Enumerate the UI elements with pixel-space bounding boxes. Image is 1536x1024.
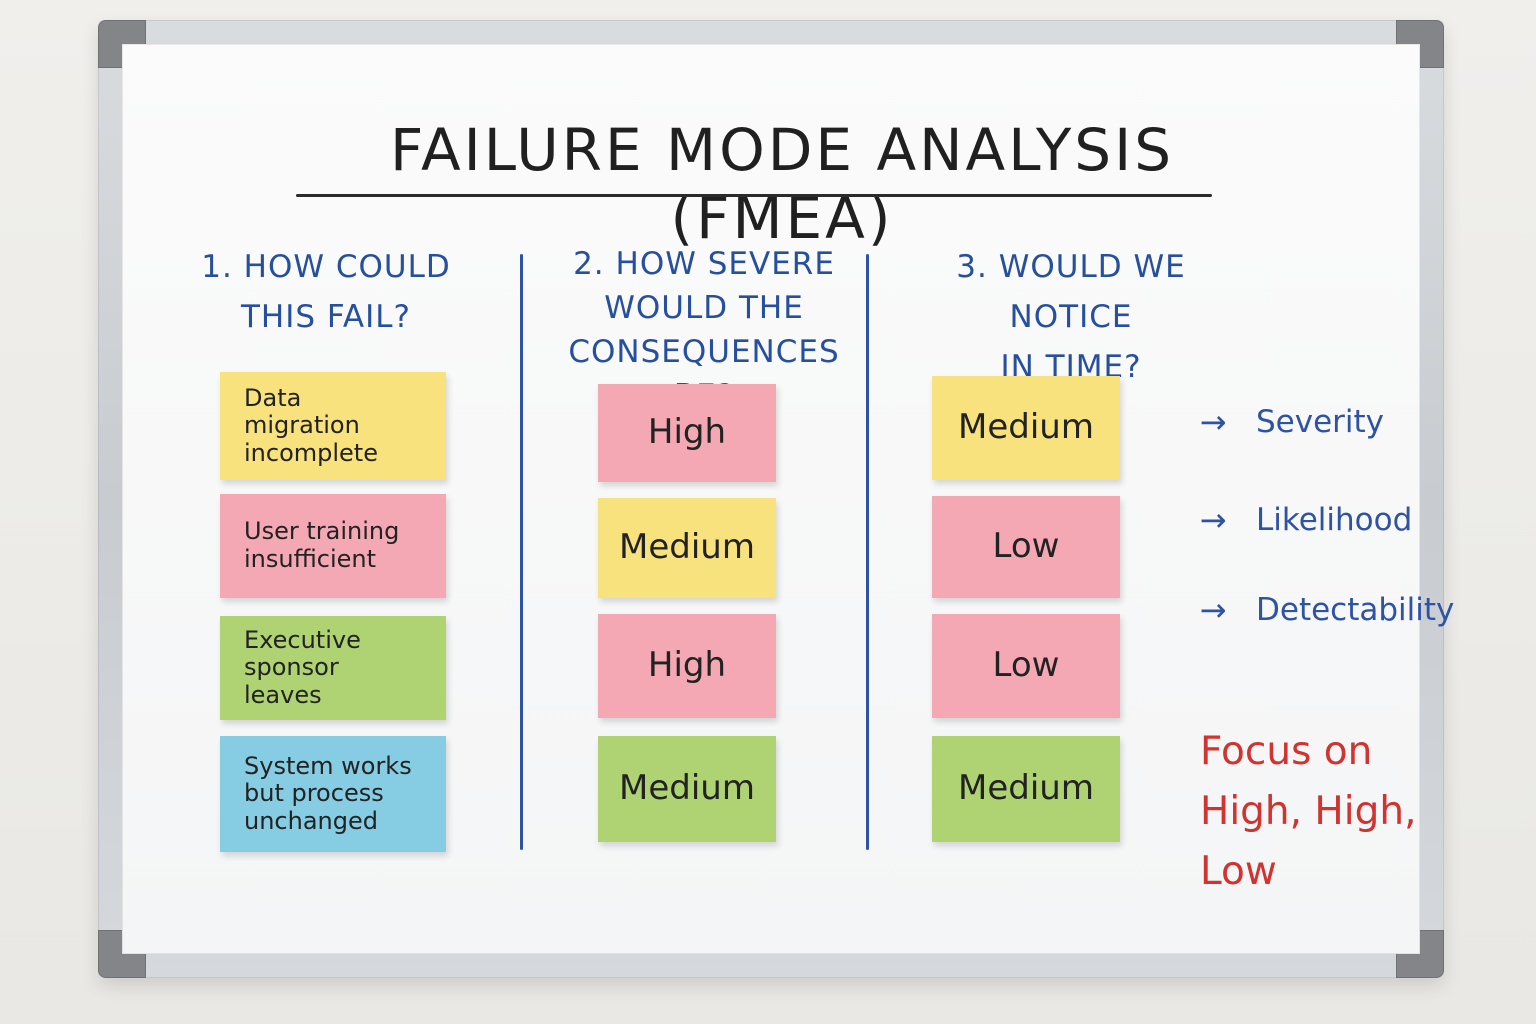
column-heading-failure: 1. HOW COULD THIS FAIL? [201,249,451,335]
whiteboard-frame: FAILURE MODE ANALYSIS (FMEA) 1. HOW COUL… [98,20,1454,978]
legend-label-detectability: Detectability [1256,592,1455,628]
note-process-unchanged: System works but process unchanged [220,736,446,852]
detection-note-1: Medium [932,376,1120,480]
note-executive-sponsor: Executive sponsor leaves [220,616,446,720]
detection-note-4: Medium [932,736,1120,842]
note-data-migration: Data migration incomplete [220,372,446,480]
legend-likelihood: → Likelihood [1192,501,1413,539]
note-user-training: User training insufficient [220,494,446,598]
legend-severity: → Severity [1192,404,1384,440]
legend-label-likelihood: Likelihood [1256,502,1413,538]
legend-detectability: → Detectability [1192,591,1455,629]
severity-note-1: High [598,384,776,482]
board-title: FAILURE MODE ANALYSIS (FMEA) [389,116,1175,252]
title-underline [296,194,1212,197]
severity-note-3: High [598,614,776,718]
arrow-right-icon: → [1199,501,1227,539]
column-divider-right [866,254,869,850]
whiteboard-surface: FAILURE MODE ANALYSIS (FMEA) 1. HOW COUL… [122,44,1454,954]
legend-label-severity: Severity [1256,404,1385,440]
column-heading-detection: 3. WOULD WE NOTICE IN TIME? [956,249,1186,385]
column-divider-left [520,254,523,850]
severity-note-2: Medium [598,498,776,598]
detection-note-3: Low [932,614,1120,718]
focus-note: Focus on High, High, Low [1200,729,1417,894]
severity-note-4: Medium [598,736,776,842]
arrow-right-icon: → [1199,403,1227,441]
arrow-right-icon: → [1199,591,1227,629]
detection-note-2: Low [932,496,1120,598]
